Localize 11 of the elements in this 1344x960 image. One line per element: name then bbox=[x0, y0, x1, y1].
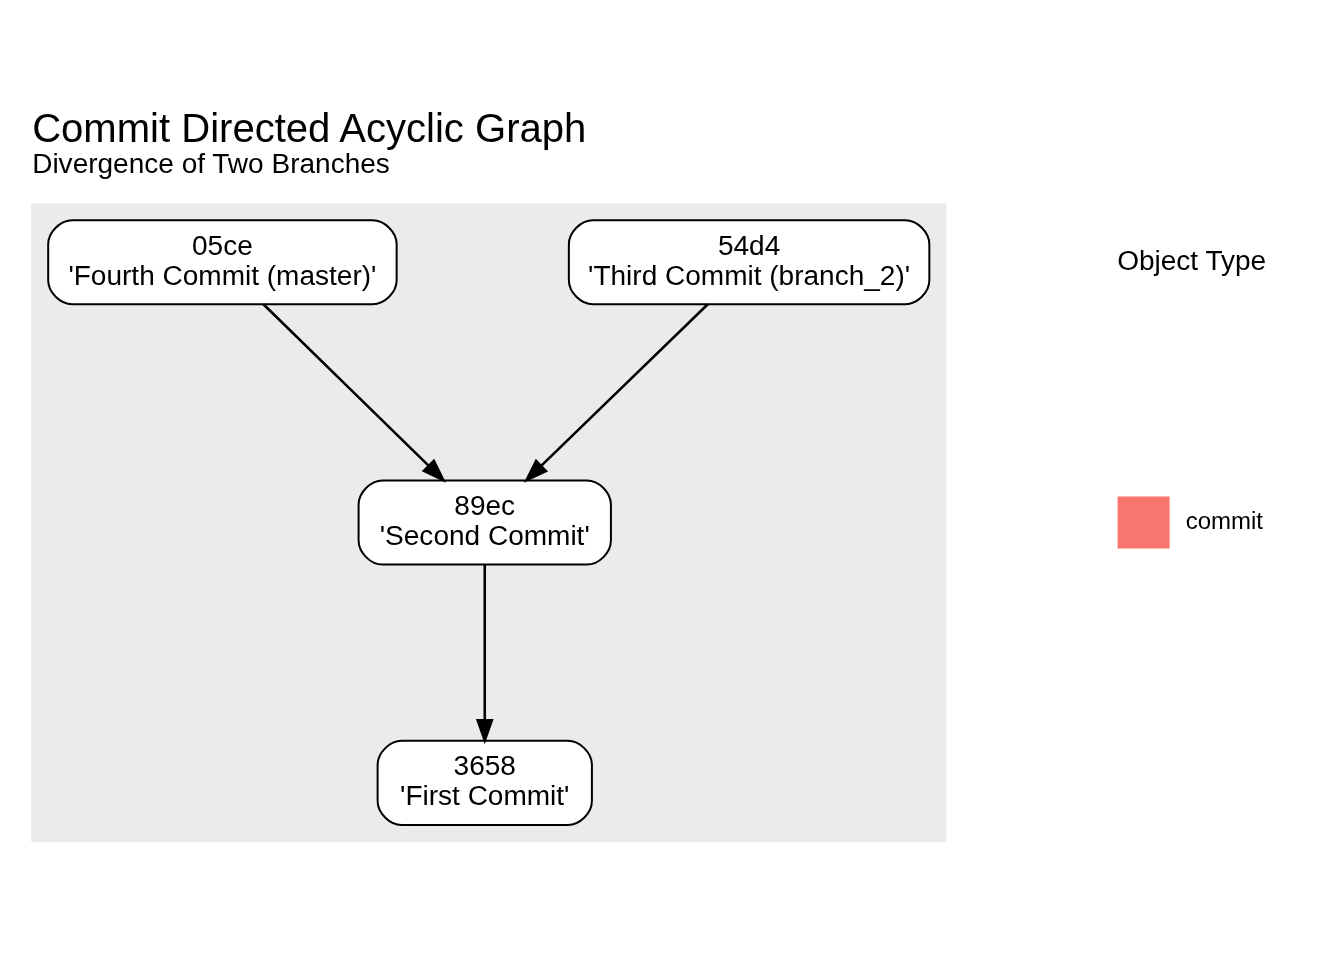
legend-label: commit bbox=[1185, 506, 1264, 534]
label: Object Type bbox=[1117, 244, 1267, 276]
diagram-title: Commit Directed Acyclic Graph bbox=[32, 105, 587, 150]
node-box: 54d4 'Third Commit (branch_2)' bbox=[567, 218, 931, 305]
node-box: 89ec 'Second Commit' bbox=[357, 479, 612, 566]
arrow bbox=[262, 302, 446, 483]
arrow bbox=[475, 564, 494, 744]
node-box: 05ce 'Fourth Commit (master)' bbox=[47, 218, 398, 305]
node-box: 3658 'First Commit' bbox=[376, 739, 593, 826]
cluster bbox=[31, 202, 947, 842]
arrow bbox=[523, 302, 709, 483]
